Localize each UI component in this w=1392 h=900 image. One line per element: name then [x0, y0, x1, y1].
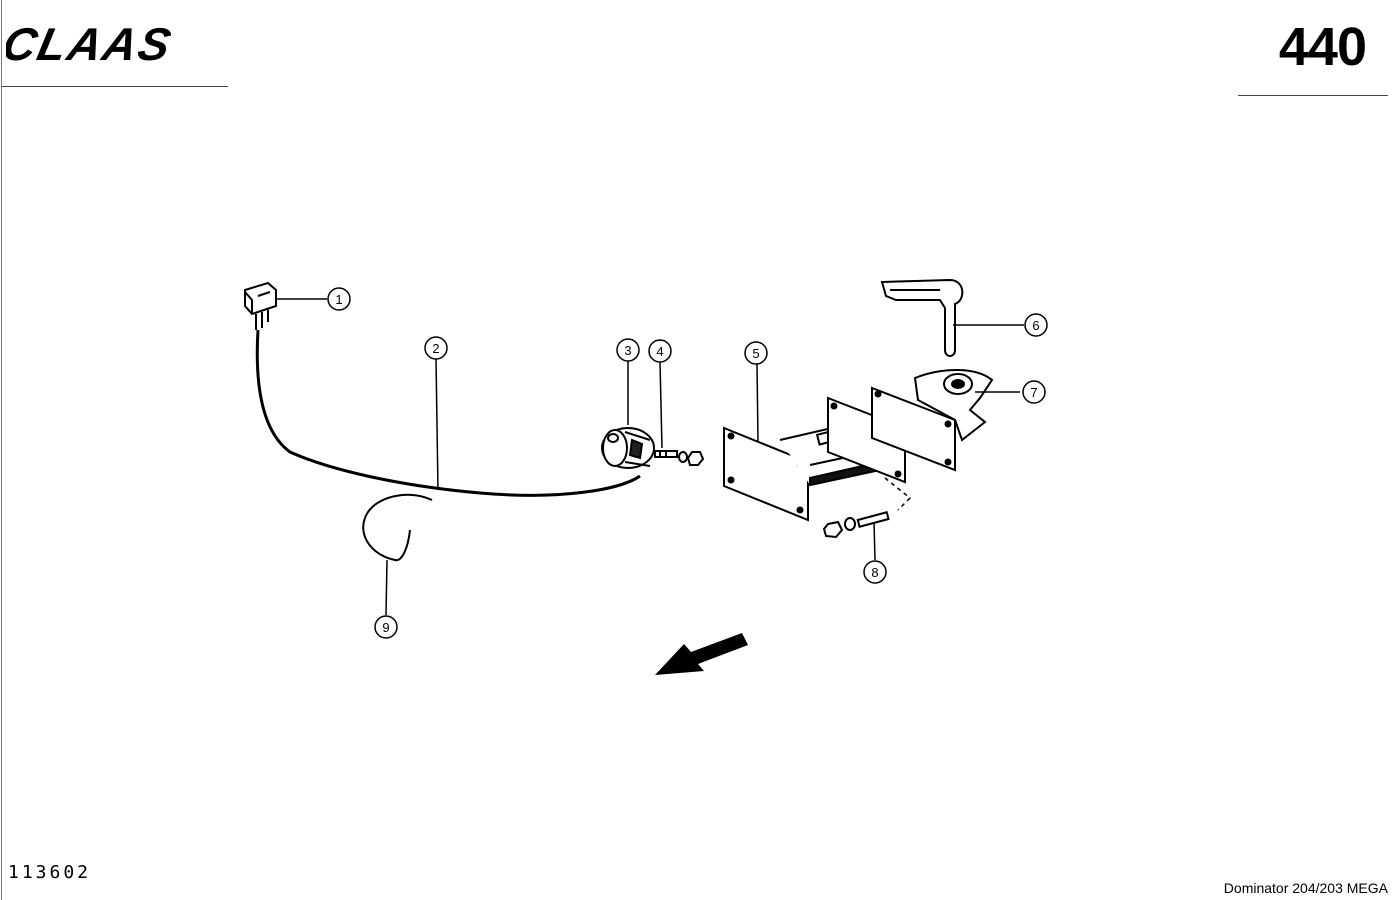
direction-arrow — [655, 633, 748, 675]
svg-text:1: 1 — [335, 292, 342, 307]
svg-text:7: 7 — [1030, 385, 1037, 400]
cable-harness — [255, 329, 641, 497]
header-rule-left — [2, 86, 228, 87]
callout-2: 2 — [424, 336, 448, 360]
model-name: Dominator 204/203 MEGA — [1223, 880, 1388, 896]
callout-9: 9 — [374, 615, 398, 639]
mounting-bracket — [723, 386, 956, 522]
holder — [913, 369, 994, 442]
callout-8: 8 — [863, 560, 887, 584]
callout-1: 1 — [327, 287, 351, 311]
callout-6: 6 — [1024, 313, 1048, 337]
svg-text:CLAAS: CLAAS — [6, 22, 177, 66]
leader-lines — [276, 298, 1024, 616]
header-rule-right — [1238, 95, 1388, 96]
svg-text:3: 3 — [624, 343, 631, 358]
bolt-set — [822, 510, 890, 539]
callout-4: 4 — [648, 339, 672, 363]
callout-7: 7 — [1022, 380, 1046, 404]
drawing-number: 113602 — [8, 862, 92, 883]
l-pin — [880, 278, 964, 357]
page-number: 440 — [1278, 17, 1367, 77]
screw-set — [654, 450, 705, 466]
svg-text:2: 2 — [432, 341, 439, 356]
cable-tie — [362, 493, 433, 562]
svg-text:4: 4 — [656, 344, 663, 359]
svg-text:8: 8 — [871, 565, 878, 580]
claas-logo: CLAAS — [6, 22, 177, 66]
svg-text:5: 5 — [752, 346, 759, 361]
page-border — [1, 0, 2, 900]
callout-5: 5 — [744, 341, 768, 365]
svg-text:9: 9 — [382, 620, 389, 635]
connector-plug — [244, 281, 277, 330]
callout-3: 3 — [616, 338, 640, 362]
svg-text:6: 6 — [1032, 318, 1039, 333]
callouts: 1 2 3 4 5 6 7 8 9 — [327, 287, 1048, 639]
sensor — [601, 427, 655, 469]
